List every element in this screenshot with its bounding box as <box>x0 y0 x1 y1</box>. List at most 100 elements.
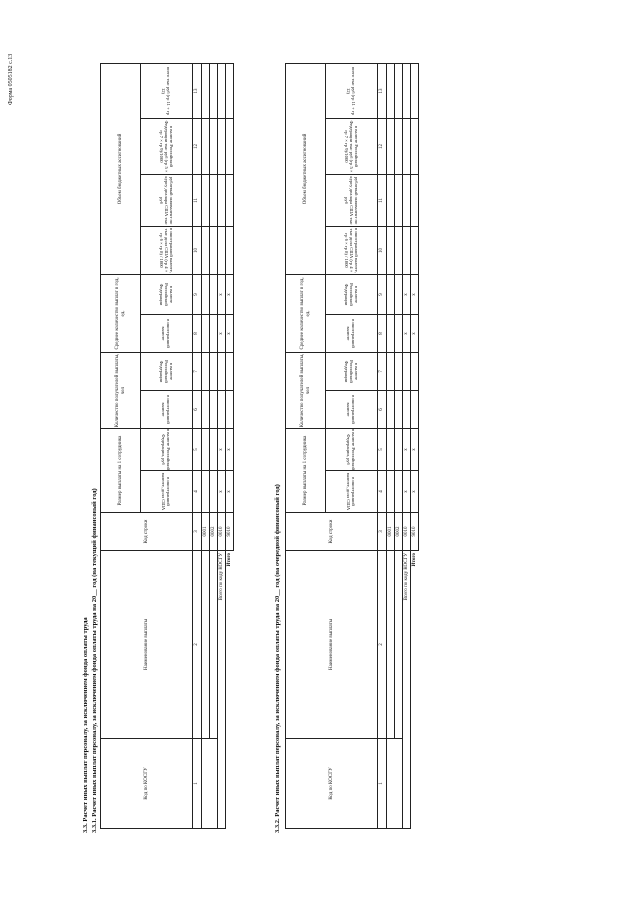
cell[interactable] <box>201 63 210 119</box>
row-code: 0002 <box>209 512 218 551</box>
cell[interactable] <box>394 390 403 429</box>
cell[interactable] <box>386 226 395 275</box>
row-code: 0002 <box>394 512 403 551</box>
table-row: 0001 <box>386 63 403 829</box>
cell[interactable] <box>225 63 234 119</box>
cell[interactable] <box>209 352 218 391</box>
cell[interactable] <box>217 226 226 275</box>
cell[interactable] <box>402 352 411 391</box>
header-c9: в валюте Российской Федерации <box>140 274 193 315</box>
cell[interactable] <box>209 314 218 353</box>
cell[interactable] <box>394 428 403 471</box>
cell[interactable] <box>394 274 403 315</box>
cell[interactable] <box>386 314 395 353</box>
cell[interactable] <box>386 470 395 513</box>
cell[interactable] <box>402 390 411 429</box>
cell[interactable] <box>394 470 403 513</box>
cell[interactable] <box>402 226 411 275</box>
cell[interactable] <box>209 63 218 119</box>
cell[interactable] <box>402 174 411 227</box>
table-row: 0001 <box>201 63 218 829</box>
cell[interactable] <box>225 118 234 175</box>
col-num: 8 <box>377 314 387 353</box>
header-volume: Объем бюджетных ассигнований <box>285 63 326 275</box>
col-num: 6 <box>192 390 202 429</box>
header-c10: в иностранной валюте, тыс долл США (гр 4… <box>325 226 378 275</box>
cell[interactable] <box>394 352 403 391</box>
header-size: Размер выплаты на 1 сотрудника <box>100 428 141 513</box>
cell[interactable] <box>394 226 403 275</box>
cell[interactable] <box>410 390 419 429</box>
form-label: Форма 0505182 с.13 <box>8 53 14 105</box>
cell[interactable] <box>386 274 395 315</box>
cell[interactable] <box>225 174 234 227</box>
col-num: 11 <box>192 174 202 227</box>
cell[interactable] <box>201 550 210 739</box>
col-num: 10 <box>377 226 387 275</box>
cell[interactable] <box>201 470 210 513</box>
cell[interactable] <box>394 314 403 353</box>
cell[interactable] <box>386 550 395 739</box>
cell[interactable] <box>410 174 419 227</box>
x-mark: x <box>225 470 234 513</box>
cell[interactable] <box>402 63 411 119</box>
cell[interactable] <box>410 118 419 175</box>
col-num: 2 <box>377 550 387 739</box>
cell[interactable] <box>201 118 210 175</box>
total-kosgu-label: Всего по коду КОСГУ <box>217 550 226 829</box>
section-title: 3.3. Расчет иных выплат персоналу, за ис… <box>82 617 89 833</box>
cell[interactable] <box>201 738 218 829</box>
cell[interactable] <box>209 470 218 513</box>
total-kosgu-row: Всего по коду КОСГУ 0010 x x x x <box>402 63 411 829</box>
cell[interactable] <box>217 63 226 119</box>
cell[interactable] <box>201 352 210 391</box>
cell[interactable] <box>386 390 395 429</box>
cell[interactable] <box>225 390 234 429</box>
cell[interactable] <box>225 226 234 275</box>
header-c13: всего тыс руб (гр 11 + гр 12) <box>325 63 378 119</box>
cell[interactable] <box>394 63 403 119</box>
x-mark: x <box>225 274 234 315</box>
col-num: 11 <box>377 174 387 227</box>
cell[interactable] <box>394 118 403 175</box>
cell[interactable] <box>209 428 218 471</box>
cell[interactable] <box>209 226 218 275</box>
cell[interactable] <box>217 118 226 175</box>
cell[interactable] <box>209 274 218 315</box>
cell[interactable] <box>201 226 210 275</box>
cell[interactable] <box>201 428 210 471</box>
cell[interactable] <box>209 390 218 429</box>
cell[interactable] <box>201 390 210 429</box>
cell[interactable] <box>201 314 210 353</box>
cell[interactable] <box>217 174 226 227</box>
cell[interactable] <box>201 174 210 227</box>
x-mark: x <box>410 470 419 513</box>
cell[interactable] <box>386 174 395 227</box>
cell[interactable] <box>217 352 226 391</box>
cell[interactable] <box>217 390 226 429</box>
row-code: 0001 <box>386 512 395 551</box>
x-mark: x <box>217 274 226 315</box>
cell[interactable] <box>209 118 218 175</box>
col-num: 4 <box>192 470 202 513</box>
cell[interactable] <box>402 118 411 175</box>
cell[interactable] <box>410 352 419 391</box>
cell[interactable] <box>394 550 403 739</box>
x-mark: x <box>225 314 234 353</box>
column-numbers-row: 1 2 3 4 5 6 7 8 9 10 11 12 13 <box>377 63 387 829</box>
header-c13: всего тыс руб (гр 11 + гр 12) <box>140 63 193 119</box>
cell[interactable] <box>225 352 234 391</box>
col-num: 6 <box>377 390 387 429</box>
cell[interactable] <box>386 63 395 119</box>
cell[interactable] <box>201 274 210 315</box>
cell[interactable] <box>386 428 395 471</box>
cell[interactable] <box>410 63 419 119</box>
cell[interactable] <box>209 174 218 227</box>
cell[interactable] <box>410 226 419 275</box>
cell[interactable] <box>209 550 218 739</box>
cell[interactable] <box>386 738 403 829</box>
cell[interactable] <box>394 174 403 227</box>
cell[interactable] <box>386 352 395 391</box>
cell[interactable] <box>386 118 395 175</box>
